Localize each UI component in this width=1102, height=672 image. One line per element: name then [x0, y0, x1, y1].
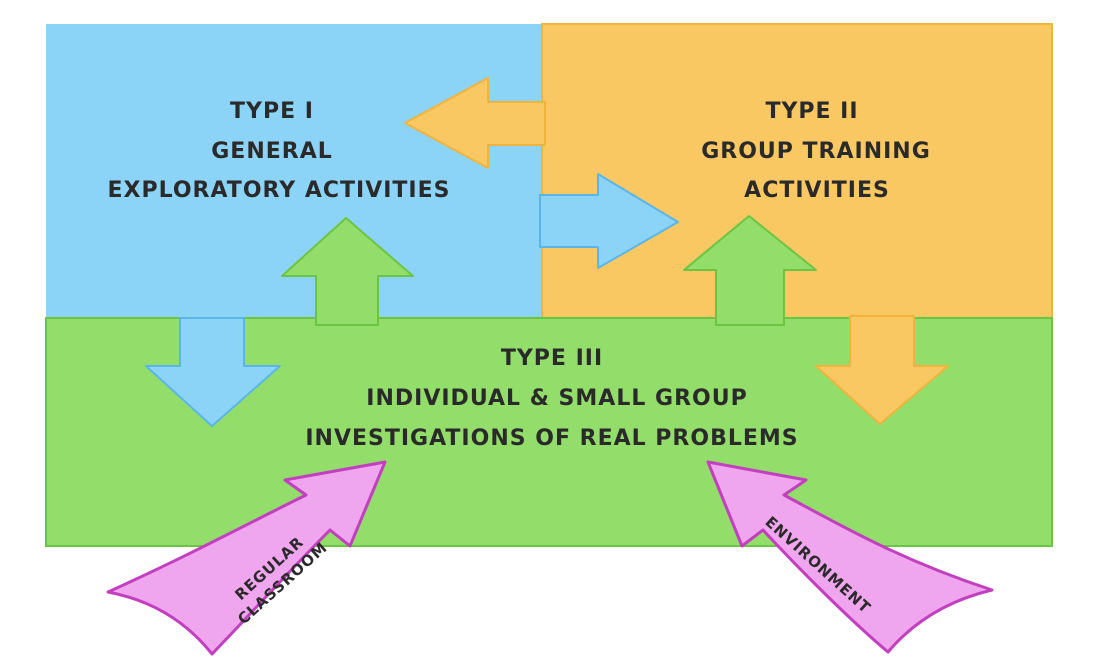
arrow-type3-to-type2 [683, 215, 817, 326]
type3-title: TYPE III [501, 346, 603, 371]
type2-subtitle-group-training: GROUP TRAINING [701, 139, 931, 164]
environment-arrow [706, 460, 994, 654]
regular-classroom-arrow [106, 460, 387, 656]
arrow-type3-to-type1 [281, 217, 414, 326]
type1-subtitle-activities: EXPLORATORY ACTIVITIES [108, 178, 451, 203]
type3-subtitle-investigations: INVESTIGATIONS OF REAL PROBLEMS [305, 426, 798, 451]
arrow-type1-to-type2 [539, 173, 679, 269]
arrow-type2-to-type1 [404, 77, 546, 169]
type3-subtitle-individual: INDIVIDUAL & SMALL GROUP [366, 386, 747, 411]
type1-title: TYPE I [230, 99, 314, 124]
type2-title: TYPE II [765, 99, 858, 124]
arrow-type2-to-type3 [815, 315, 949, 425]
arrow-type1-to-type3 [145, 317, 281, 427]
type2-panel [541, 23, 1053, 319]
type1-subtitle-general: GENERAL [211, 139, 333, 164]
type2-subtitle-activities: ACTIVITIES [744, 178, 890, 203]
